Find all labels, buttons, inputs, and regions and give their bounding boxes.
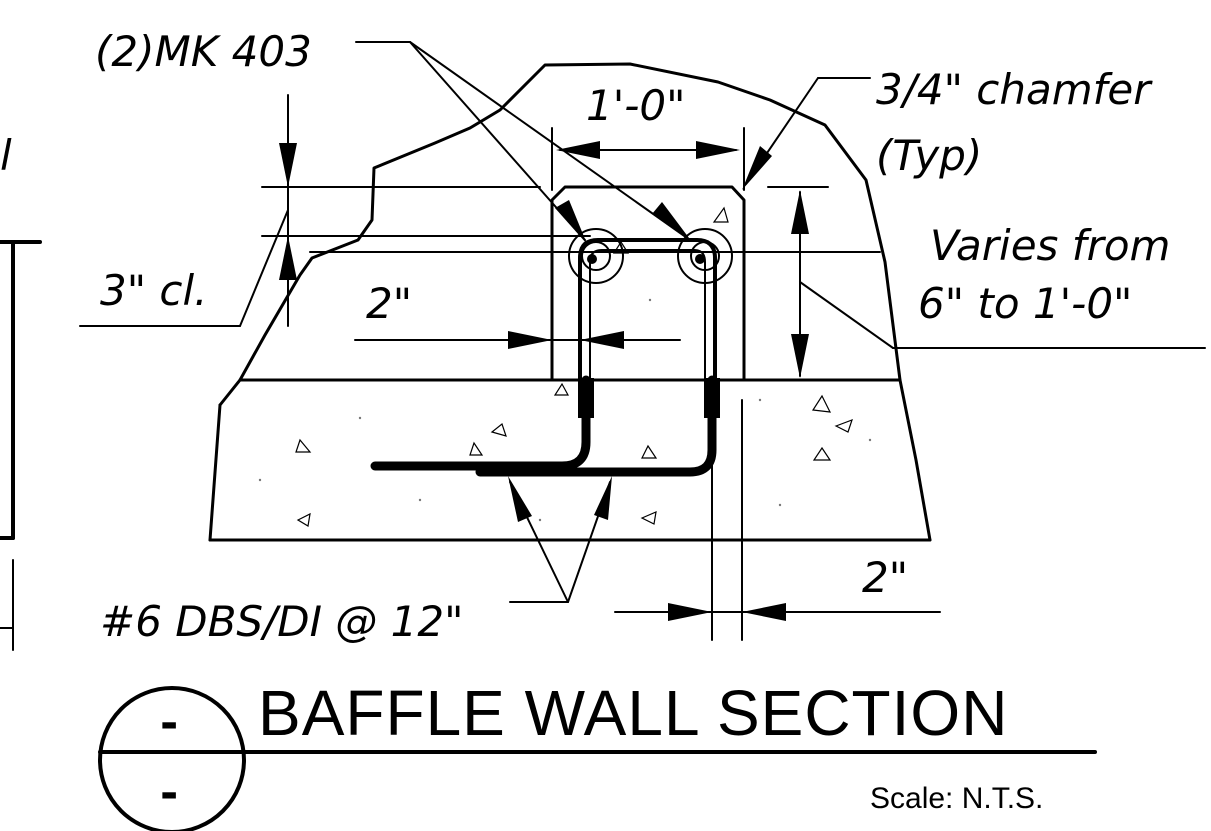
- adjacent-detail-fragment: l: [0, 131, 42, 651]
- dim-2in-right-label: 2": [862, 553, 908, 602]
- mk403-leader: (2)MK 403: [95, 27, 692, 244]
- dim-2in-left-label: 2": [366, 279, 412, 328]
- width-label: 1'-0": [586, 81, 685, 130]
- baffle-wall: [550, 185, 746, 382]
- dimension-clear-cover: 3" cl.: [79, 94, 297, 327]
- varies-label-line2: 6" to 1'-0": [918, 279, 1132, 328]
- chamfer-label-line1: 3/4" chamfer: [876, 65, 1153, 114]
- clear-cover-label: 3" cl.: [100, 266, 208, 315]
- dimension-2in-lower: 2": [614, 399, 941, 641]
- stirrup-rebar: [578, 238, 717, 387]
- dimension-height: Varies from 6" to 1'-0": [791, 190, 1206, 378]
- dowel-leader: #6 DBS/DI @ 12": [100, 476, 612, 646]
- chamfer-leader: 3/4" chamfer (Typ): [742, 65, 1153, 190]
- mk403-label: (2)MK 403: [95, 27, 312, 76]
- dowels-label: #6 DBS/DI @ 12": [100, 597, 463, 646]
- concrete-aggregate: [258, 206, 872, 527]
- title-block: - - BAFFLE WALL SECTION Scale: N.T.S.: [98, 677, 1097, 831]
- chamfer-label-line2: (Typ): [876, 131, 982, 180]
- sheet-number: -: [160, 768, 178, 819]
- existing-concrete-break-line: [218, 62, 932, 542]
- detail-number: -: [160, 698, 178, 749]
- edge-partial-label: l: [0, 131, 12, 180]
- mk403-bars: [568, 228, 733, 284]
- dimension-width: 1'-0": [551, 81, 745, 191]
- scale-note: Scale: N.T.S.: [870, 782, 1043, 815]
- varies-label-line1: Varies from: [930, 221, 1170, 270]
- section-title: BAFFLE WALL SECTION: [258, 677, 1008, 749]
- dowel-bars: [370, 375, 720, 477]
- dimension-2in-upper: 2": [354, 279, 681, 349]
